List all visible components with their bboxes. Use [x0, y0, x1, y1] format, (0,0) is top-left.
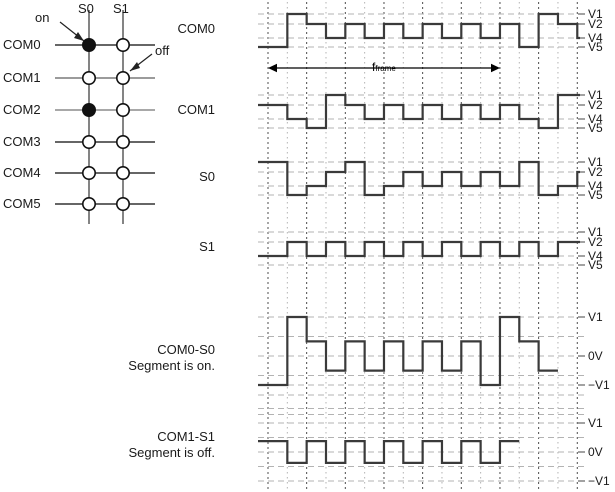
matrix-pixel-COM2-S0[interactable]	[82, 103, 97, 118]
matrix-column-header-s0: S0	[78, 1, 94, 16]
voltage-label-com0-v4: V4	[588, 31, 603, 45]
waveform-trace-S1	[258, 240, 580, 258]
voltage-label-s1-v4: V4	[588, 249, 603, 263]
waveform-trace-S0	[258, 160, 580, 197]
voltage-label-s0-v4: V4	[588, 179, 603, 193]
matrix-pixel-COM3-S0[interactable]	[82, 135, 97, 150]
voltage-label-com0-v5: V5	[588, 40, 603, 54]
waveform-trace-COM0	[258, 12, 580, 49]
voltage-label-s1-v5: V5	[588, 258, 603, 272]
matrix-pixel-COM5-S0[interactable]	[82, 197, 97, 212]
waveform-trace-COM0-S0	[258, 315, 558, 387]
waveform-label-com0: COM0	[177, 21, 215, 36]
voltage-label-s1-v2: V2	[588, 235, 603, 249]
voltage-label-s1-v1: V1	[588, 225, 603, 239]
annotation-off-arrowhead	[130, 62, 140, 71]
waveform-trace-COM1	[258, 93, 580, 130]
matrix-pixel-COM2-S1[interactable]	[116, 103, 131, 118]
waveform-label-com1-s1: COM1-S1	[157, 429, 215, 444]
matrix-column-header-s1: S1	[113, 1, 129, 16]
matrix-row-label-com3: COM3	[3, 134, 41, 149]
matrix-pixel-COM3-S1[interactable]	[116, 135, 131, 150]
voltage-label-com0s0-0v: 0V	[588, 349, 603, 363]
matrix-pixel-COM1-S1[interactable]	[116, 71, 131, 86]
waveform-trace-COM1-S1	[258, 440, 520, 464]
matrix-pixel-COM4-S1[interactable]	[116, 166, 131, 181]
matrix-row-label-com2: COM2	[3, 102, 41, 117]
voltage-label-com0s0-v1: V1	[588, 310, 603, 324]
annotation-on-arrowhead	[74, 32, 84, 41]
voltage-label-com1s1-v1: V1	[588, 416, 603, 430]
matrix-pixel-COM5-S1[interactable]	[116, 197, 131, 212]
annotation-on-label: on	[35, 10, 50, 25]
voltage-label-com1-v5: V5	[588, 121, 603, 135]
waveform-label-s1: S1	[199, 239, 215, 254]
waveform-sublabel-com1-s1: Segment is off.	[128, 445, 215, 460]
frame-period-arrowhead-right	[491, 63, 500, 73]
voltage-label-s0-v2: V2	[588, 165, 603, 179]
voltage-label-s0-v1: V1	[588, 155, 603, 169]
matrix-row-label-com4: COM4	[3, 165, 41, 180]
matrix-row-label-com0: COM0	[3, 37, 41, 52]
voltage-label-com1s1-0v: 0V	[588, 445, 603, 459]
matrix-pixel-COM0-S0[interactable]	[82, 37, 97, 52]
matrix-pixel-COM4-S0[interactable]	[82, 166, 97, 181]
waveform-label-com1: COM1	[177, 102, 215, 117]
voltage-label-com1-v4: V4	[588, 112, 603, 126]
waveform-label-s0: S0	[199, 169, 215, 184]
voltage-label-com1-v2: V2	[588, 98, 603, 112]
matrix-pixel-COM0-S1[interactable]	[116, 37, 131, 52]
matrix-pixel-COM1-S0[interactable]	[82, 71, 97, 86]
annotation-off-label: off	[155, 43, 170, 58]
matrix-row-label-com5: COM5	[3, 196, 41, 211]
frame-period-subscript: frame	[375, 64, 396, 73]
frame-period-symbol: f	[372, 60, 376, 74]
voltage-label-com1-v1: V1	[588, 88, 603, 102]
frame-period-label: fframe	[372, 60, 396, 74]
frame-period-arrowhead-left	[268, 63, 277, 73]
voltage-label-s0-v5: V5	[588, 188, 603, 202]
voltage-label-com0s0-neg-v1: −V1	[588, 378, 610, 392]
waveform-label-com0-s0: COM0-S0	[157, 342, 215, 357]
voltage-label-com0-v2: V2	[588, 17, 603, 31]
matrix-row-label-com1: COM1	[3, 70, 41, 85]
voltage-label-com1s1-neg-v1: −V1	[588, 474, 610, 488]
voltage-label-com0-v1: V1	[588, 7, 603, 21]
waveform-sublabel-com0-s0: Segment is on.	[128, 358, 215, 373]
